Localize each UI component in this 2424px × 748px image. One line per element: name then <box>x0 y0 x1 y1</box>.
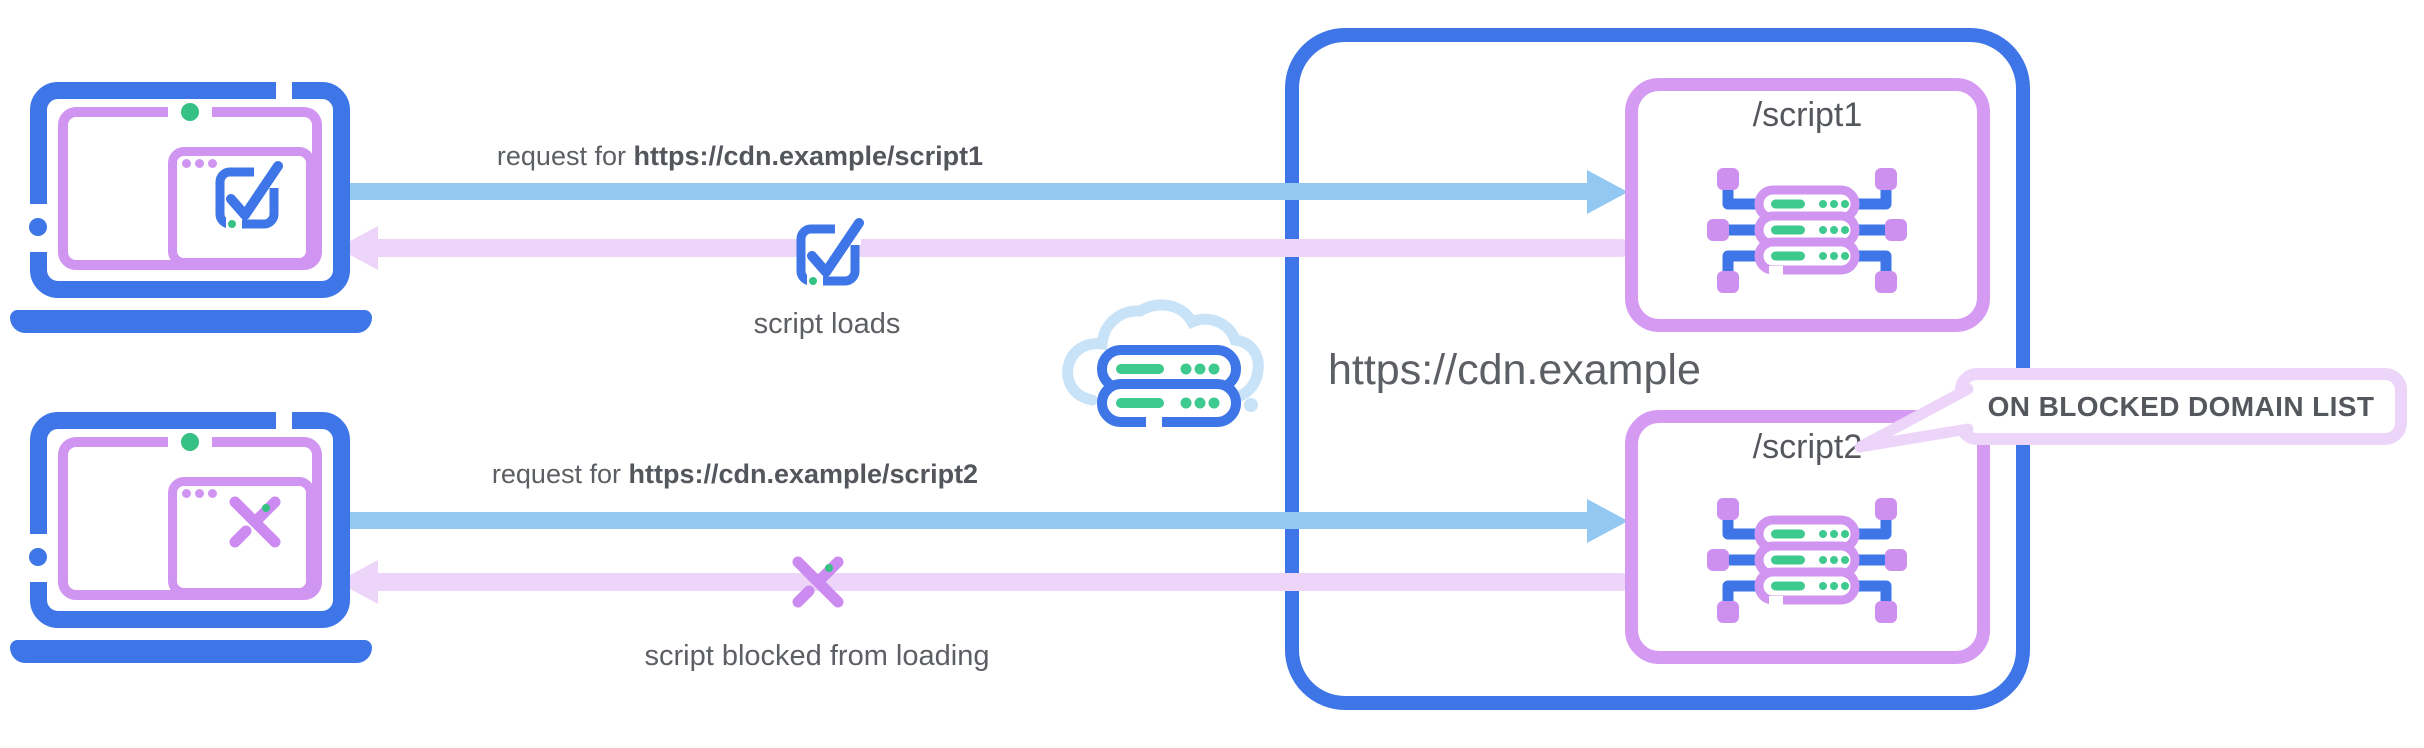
callout-tail <box>1854 383 1976 453</box>
laptop-hinge-dot <box>29 548 47 566</box>
request-arrow-script2 <box>338 512 1589 529</box>
client-laptop-blocked <box>10 409 382 664</box>
client-laptop-ok <box>10 79 382 334</box>
server-node-icon <box>1707 498 1907 623</box>
laptop-base <box>10 310 372 333</box>
request-arrowhead-script2 <box>1587 499 1628 543</box>
check-icon <box>215 161 283 230</box>
request-label-script1: request for https://cdn.example/script1 <box>496 141 984 171</box>
check-icon <box>796 218 864 287</box>
cross-icon <box>792 556 844 608</box>
request-arrow-script1 <box>338 183 1589 200</box>
response-arrow-script1 <box>374 239 1630 257</box>
cross-icon <box>229 496 281 548</box>
result-label-script2: script blocked from loading <box>644 640 990 672</box>
blocked-domain-callout: ON BLOCKED DOMAIN LIST <box>1955 368 2407 445</box>
response-arrow-script2 <box>374 573 1630 591</box>
endpoint-box-script1 <box>1625 78 1990 332</box>
request-arrowhead-script1 <box>1587 170 1628 214</box>
result-label-script1: script loads <box>753 308 901 340</box>
endpoint-label-script1: /script1 <box>1752 96 1863 134</box>
camera-dot <box>181 433 199 451</box>
server-node-icon <box>1707 168 1907 293</box>
cdn-title: https://cdn.example <box>1328 346 1701 394</box>
endpoint-label-script2: /script2 <box>1752 428 1863 466</box>
request-url: https://cdn.example/script1 <box>633 141 984 171</box>
request-label-script2: request for https://cdn.example/script2 <box>491 459 979 489</box>
request-url: https://cdn.example/script2 <box>628 459 979 489</box>
camera-dot <box>181 103 199 121</box>
cloud-server-icon <box>1062 299 1264 428</box>
laptop-hinge-dot <box>29 218 47 236</box>
laptop-base <box>10 640 372 663</box>
